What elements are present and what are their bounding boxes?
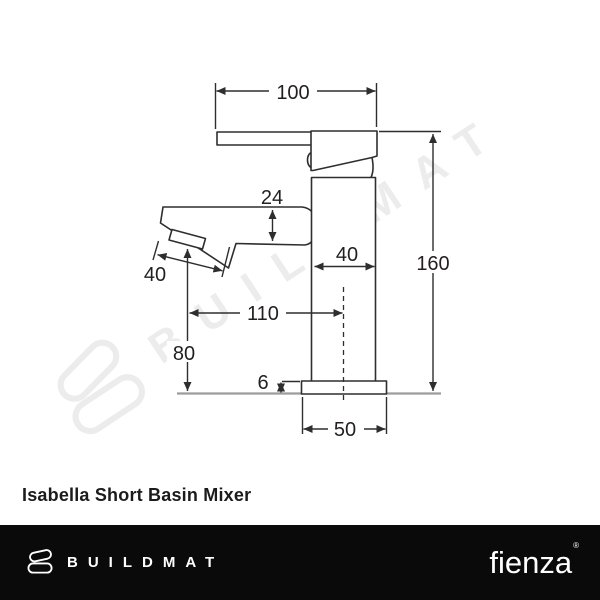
fienza-logo: fienza® [489,541,579,580]
body-column [310,176,377,383]
dim-label-outlet-clearance: 80 [173,343,195,365]
dim-label-spout-thickness: 24 [261,187,283,209]
faucet-outline [159,130,388,395]
buildmat-towel-icon [27,549,53,574]
dim-label-overall-height: 160 [416,253,449,275]
dimension-base-thickness [277,380,300,393]
buildmat-wordmark: BUILDMAT [67,554,225,571]
technical-drawing: 100 24 40 160 40 110 80 6 50 [143,80,456,441]
lever-handle [216,131,314,146]
dimension-label-backplates [167,80,456,439]
dim-label-base-width: 50 [334,419,356,441]
mixer-head [310,130,378,172]
dim-label-spout-tip: 40 [144,264,166,286]
dim-label-body-width: 40 [336,244,358,266]
product-title: Isabella Short Basin Mixer [22,485,252,505]
buildmat-logo: BUILDMAT [26,549,224,576]
dim-label-base-thickness: 6 [257,372,268,394]
footer-bar: BUILDMAT fienza® [0,525,600,600]
aerator [168,228,207,250]
cartridge-collar [370,157,374,178]
dim-label-handle-length: 100 [276,82,309,104]
fienza-wordmark: fienza [489,545,573,580]
registered-trademark-symbol: ® [573,540,579,550]
dim-label-spout-reach: 110 [247,303,279,325]
